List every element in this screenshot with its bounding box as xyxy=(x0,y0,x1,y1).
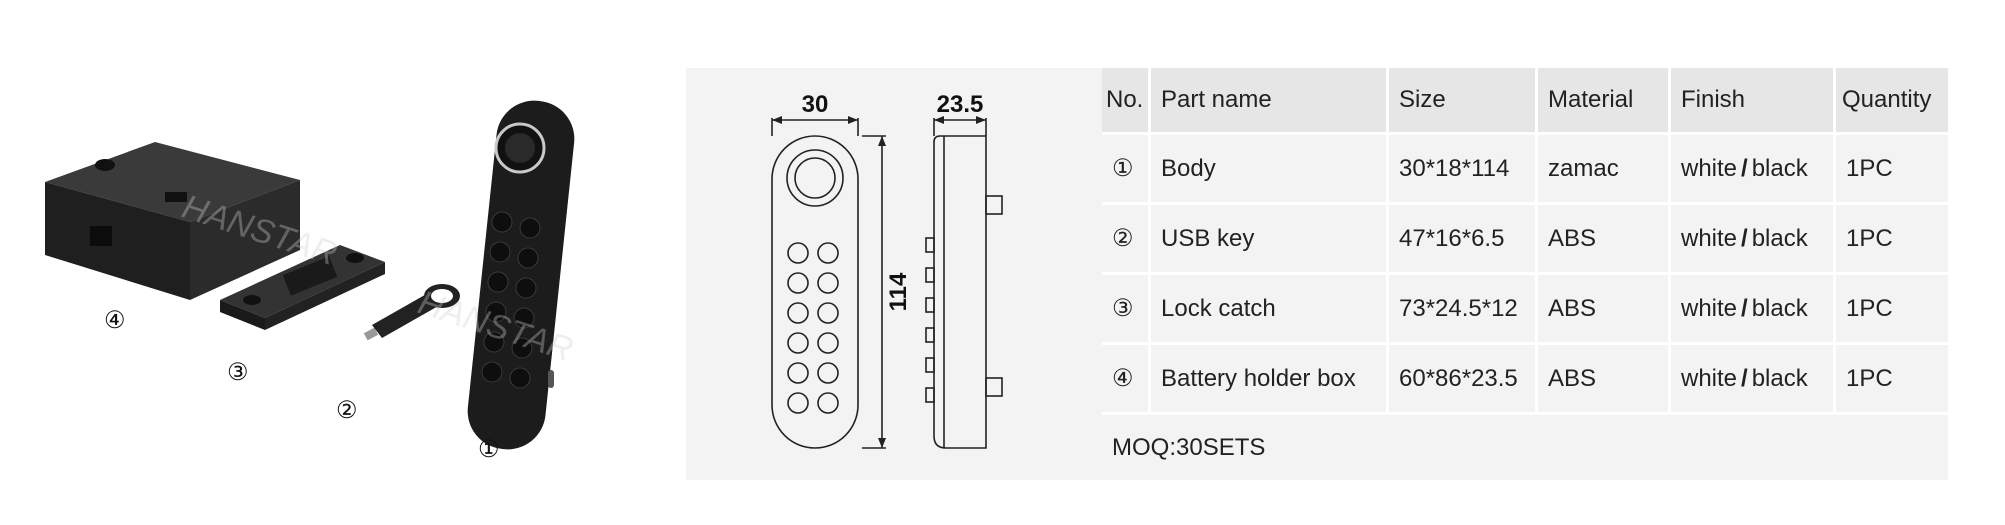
row-2-material: ABS xyxy=(1538,205,1668,272)
width-dimension: 30 xyxy=(802,91,829,118)
finish-separator: / xyxy=(1741,154,1748,182)
finish-black: black xyxy=(1751,364,1808,392)
row-2-finish: white / black xyxy=(1671,205,1833,272)
row-4-size: 60*86*23.5 xyxy=(1389,345,1535,412)
callout-3: ③ xyxy=(227,359,249,386)
finish-white: white xyxy=(1681,154,1738,182)
finish-white: white xyxy=(1681,294,1738,322)
row-3-qty: 1PC xyxy=(1836,275,1948,342)
header-part-name: Part name xyxy=(1151,68,1386,132)
row-3-finish: white / black xyxy=(1671,275,1833,342)
row-3-name: Lock catch xyxy=(1151,275,1386,342)
row-2-no: ② xyxy=(1102,205,1148,272)
finish-separator: / xyxy=(1741,294,1748,322)
product-photo-area: HANSTAR HANSTAR xyxy=(0,0,680,520)
row-4-qty: 1PC xyxy=(1836,345,1948,412)
finish-white: white xyxy=(1681,224,1738,252)
usb-key-image xyxy=(363,284,460,341)
finish-black: black xyxy=(1751,224,1808,252)
product-illustration: HANSTAR HANSTAR xyxy=(45,100,577,450)
finish-separator: / xyxy=(1741,364,1748,392)
callout-2: ② xyxy=(336,397,358,424)
header-quantity: Quantity xyxy=(1836,68,1948,132)
row-1-no: ① xyxy=(1102,135,1148,202)
spec-table: No. Part name Size Material Finish Quant… xyxy=(1102,68,1948,480)
callout-4: ④ xyxy=(104,307,126,334)
row-4-name: Battery holder box xyxy=(1151,345,1386,412)
row-3-size: 73*24.5*12 xyxy=(1389,275,1535,342)
row-1-qty: 1PC xyxy=(1836,135,1948,202)
header-finish: Finish xyxy=(1671,68,1833,132)
row-2-size: 47*16*6.5 xyxy=(1389,205,1535,272)
finish-black: black xyxy=(1751,154,1808,182)
moq-footer: MOQ:30SETS xyxy=(1102,415,1948,480)
row-4-material: ABS xyxy=(1538,345,1668,412)
row-1-size: 30*18*114 xyxy=(1389,135,1535,202)
callout-1: ① xyxy=(478,436,500,463)
row-3-material: ABS xyxy=(1538,275,1668,342)
depth-dimension: 23.5 xyxy=(937,91,984,118)
finish-separator: / xyxy=(1741,224,1748,252)
row-2-name: USB key xyxy=(1151,205,1386,272)
finish-black: black xyxy=(1751,294,1808,322)
lock-catch-image xyxy=(220,245,385,330)
header-size: Size xyxy=(1389,68,1535,132)
row-4-finish: white / black xyxy=(1671,345,1833,412)
row-2-qty: 1PC xyxy=(1836,205,1948,272)
dimension-drawing: 30 23.5 114 xyxy=(771,91,1003,449)
technical-drawing-panel: 30 23.5 114 xyxy=(686,68,1102,480)
finish-white: white xyxy=(1681,364,1738,392)
keypad-body-image xyxy=(467,100,575,450)
row-1-name: Body xyxy=(1151,135,1386,202)
row-3-no: ③ xyxy=(1102,275,1148,342)
header-no: No. xyxy=(1102,68,1148,132)
height-dimension: 114 xyxy=(885,272,912,311)
row-1-material: zamac xyxy=(1538,135,1668,202)
header-material: Material xyxy=(1538,68,1668,132)
battery-holder-box-image xyxy=(45,142,300,300)
row-1-finish: white / black xyxy=(1671,135,1833,202)
row-4-no: ④ xyxy=(1102,345,1148,412)
